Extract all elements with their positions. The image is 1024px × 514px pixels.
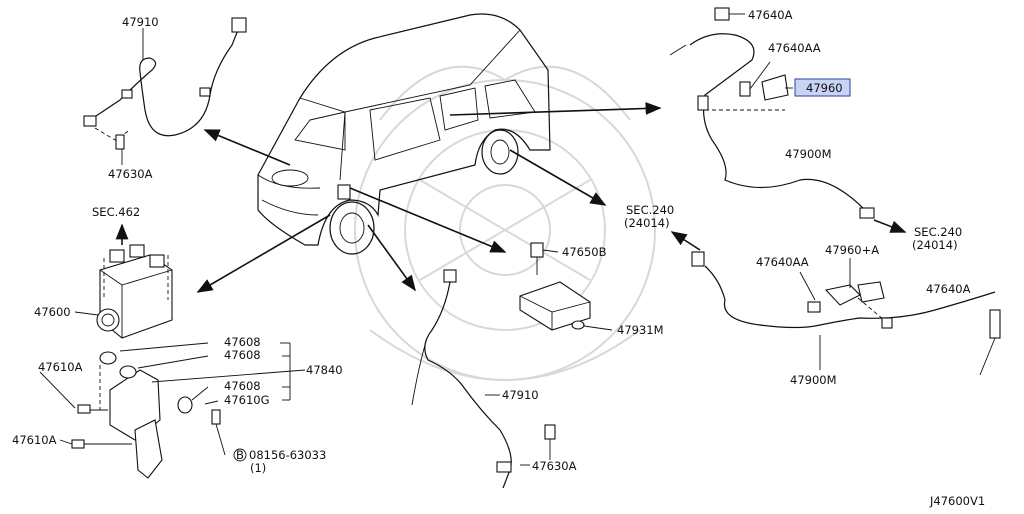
label-47630a-mid: 47630A <box>532 459 577 473</box>
label-sec240-mid-code: (24014) <box>624 216 670 230</box>
front-sensor-harness-left <box>83 17 247 165</box>
rear-sensor-harness-lower <box>670 231 1001 376</box>
diagram-id: J47600V1 <box>929 494 985 508</box>
label-47650b: 47650B <box>562 245 607 259</box>
label-47910-mid: 47910 <box>502 388 539 402</box>
label-47608-3: 47608 <box>224 379 261 393</box>
label-bolt-qty: (1) <box>250 461 266 475</box>
label-47640a-top: 47640A <box>748 8 793 22</box>
part-labels: 47910 47630A SEC.462 47600 47610A 47610A… <box>12 8 985 508</box>
label-47910-top: 47910 <box>122 15 159 29</box>
label-47900m-low: 47900M <box>790 373 837 387</box>
pointer-arrows <box>196 102 662 293</box>
label-47610g: 47610G <box>224 393 270 407</box>
abs-actuator-assembly <box>39 223 306 479</box>
label-sec462: SEC.462 <box>92 205 140 219</box>
front-sensor-harness-right <box>411 269 556 489</box>
label-47610a-2: 47610A <box>12 433 57 447</box>
label-bolt-code: 08156-63033 <box>249 448 326 462</box>
label-47610a-1: 47610A <box>38 360 83 374</box>
label-47900m-top: 47900M <box>785 147 832 161</box>
label-47960-highlighted[interactable]: 47960 <box>806 81 843 95</box>
label-47640aa-top: 47640AA <box>768 41 821 55</box>
vehicle-illustration <box>257 13 551 255</box>
label-sec240-right-code: (24014) <box>912 238 958 252</box>
label-47630a-left: 47630A <box>108 167 153 181</box>
label-47640a-right: 47640A <box>926 282 971 296</box>
label-47600: 47600 <box>34 305 71 319</box>
label-47931m: 47931M <box>617 323 664 337</box>
rear-sensor-harness-upper <box>669 7 907 233</box>
label-47608-1: 47608 <box>224 335 261 349</box>
label-47608-2: 47608 <box>224 348 261 362</box>
yaw-rate-sensor <box>519 242 613 331</box>
label-47960a: 47960+A <box>825 243 879 257</box>
label-sec240-right: SEC.240 <box>914 225 962 239</box>
label-47840: 47840 <box>306 363 343 377</box>
label-bolt-circle: B <box>236 448 244 462</box>
highlight-box-47960 <box>794 78 851 97</box>
label-sec240-mid: SEC.240 <box>626 203 674 217</box>
label-47640aa-low: 47640AA <box>756 255 809 269</box>
